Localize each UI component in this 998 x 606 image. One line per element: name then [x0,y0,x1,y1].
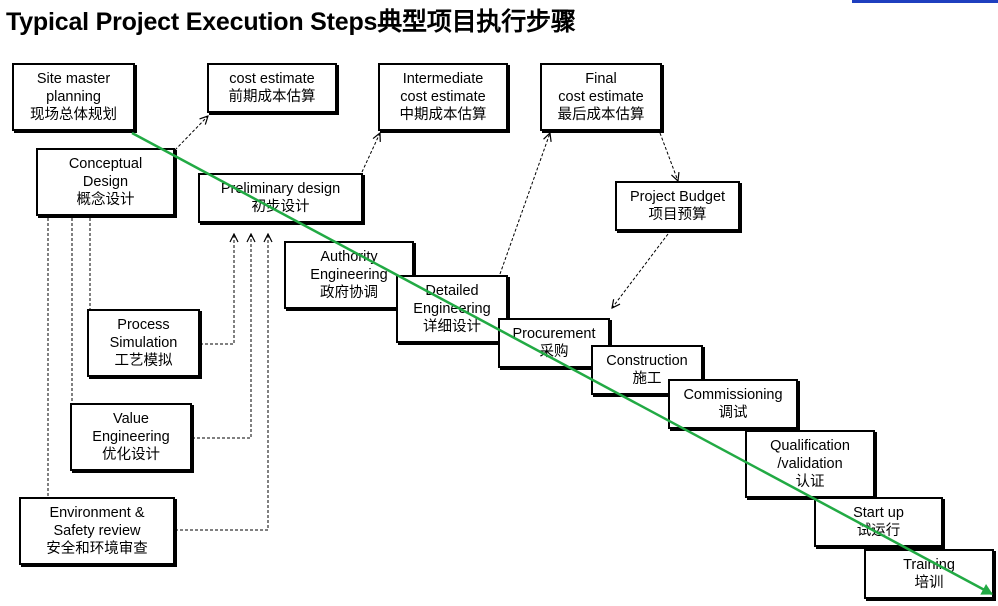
box-value-engineering: Value Engineering 优化设计 [70,403,192,471]
box-detailed-engineering: Detailed Engineering 详细设计 [396,275,508,343]
arrow-conceptual-to-cost-estimate [174,116,208,151]
arrow-final-to-budget [659,132,678,181]
box-commissioning: Commissioning 调试 [668,379,798,429]
box-conceptual-design: Conceptual Design 概念设计 [36,148,175,216]
header-accent-line [852,0,998,3]
main-flow-arrow [131,131,993,596]
box-site-master-planning: Site master planning 现场总体规划 [12,63,135,131]
box-training: Training 培训 [864,549,994,599]
box-final-cost-estimate: Final cost estimate 最后成本估算 [540,63,662,131]
arrow-preliminary-to-intermediate [361,133,380,173]
arrow-process-to-preliminary [200,234,234,345]
box-procurement: Procurement 采购 [498,318,610,368]
arrow-budget-to-procurement [612,233,669,308]
box-project-budget: Project Budget 项目预算 [615,181,740,231]
box-environment-safety-review: Environment & Safety review 安全和环境审查 [19,497,175,565]
arrow-env-to-preliminary [175,234,268,531]
box-process-simulation: Process Simulation 工艺模拟 [87,309,200,377]
box-start-up: Start up 试运行 [814,497,943,547]
box-preliminary-design: Preliminary design 初步设计 [198,173,363,223]
box-cost-estimate: cost estimate 前期成本估算 [207,63,337,113]
box-intermediate-cost-estimate: Intermediate cost estimate 中期成本估算 [378,63,508,131]
box-qualification-validation: Qualification /validation 认证 [745,430,875,498]
arrow-value-to-preliminary [192,234,251,439]
page-title: Typical Project Execution Steps典型项目执行步骤 [6,8,576,36]
